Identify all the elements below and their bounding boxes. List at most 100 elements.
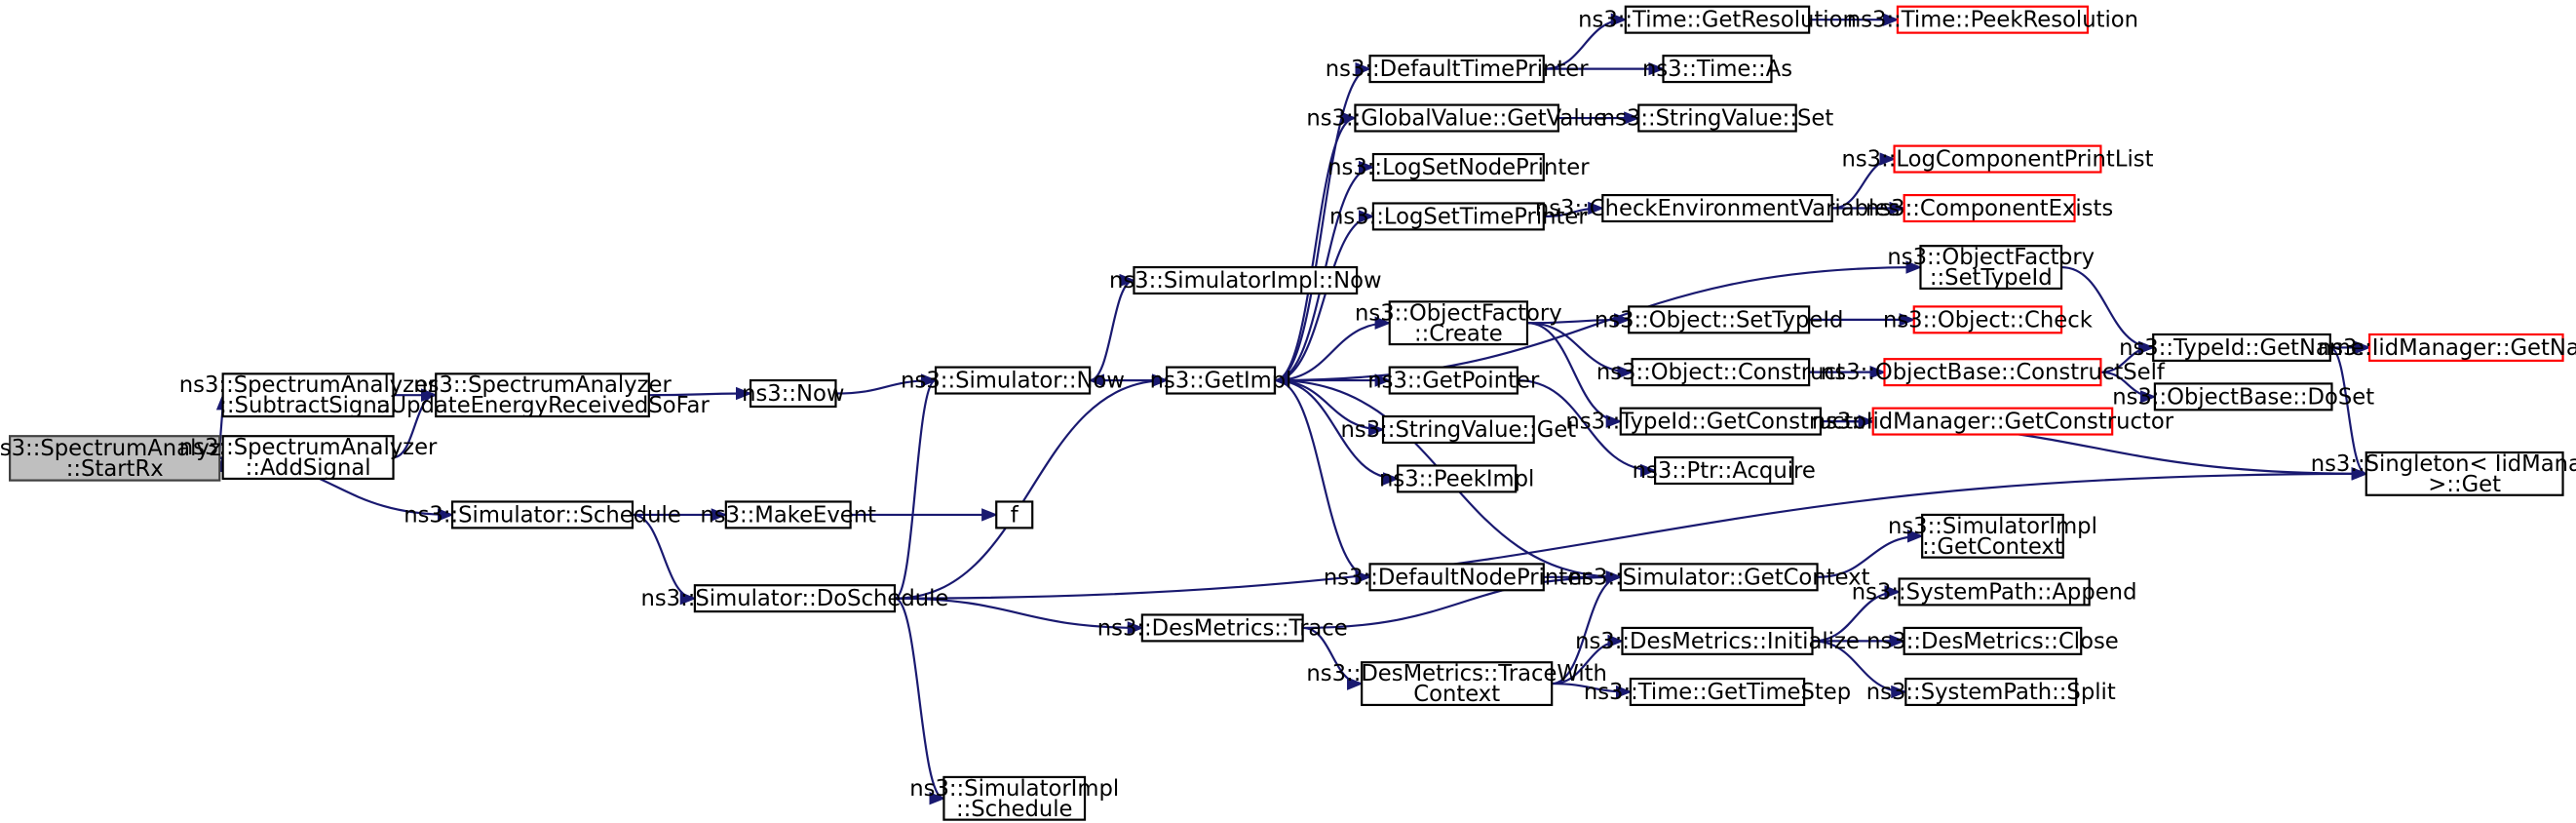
node-box[interactable]	[1903, 193, 2076, 223]
node-doset[interactable]: ns3::ObjectBase::DoSet	[2112, 382, 2374, 412]
node-box[interactable]	[1921, 513, 2064, 559]
node-singletonget[interactable]: ns3::Singleton< IidManager >::Get	[2311, 451, 2576, 497]
node-box[interactable]	[1368, 563, 1545, 592]
node-box[interactable]	[1919, 245, 2063, 290]
node-box[interactable]	[1904, 677, 2078, 707]
node-f[interactable]: f	[995, 500, 1034, 529]
node-now[interactable]: ns3::Now	[742, 378, 844, 409]
node-objconstruct[interactable]: ns3::Object::Construct	[1596, 358, 1845, 387]
node-svget[interactable]: ns3::StringValue::Get	[1341, 414, 1577, 445]
node-svset[interactable]: ns3::StringValue::Set	[1601, 103, 1834, 133]
node-peekresolution[interactable]: ns3::Time::PeekResolution	[1847, 5, 2138, 34]
node-box[interactable]	[1368, 55, 1545, 84]
node-box[interactable]	[1896, 5, 2090, 34]
node-box[interactable]	[995, 500, 1034, 529]
node-gettimestep[interactable]: ns3::Time::GetTimeStep	[1584, 677, 1851, 707]
node-box[interactable]	[1871, 407, 2114, 436]
node-destrace[interactable]: ns3::DesMetrics::Trace	[1097, 613, 1348, 643]
node-getconstructor[interactable]: ns3::TypeId::GetConstructor	[1565, 407, 1876, 436]
node-append[interactable]: ns3::SystemPath::Append	[1852, 577, 2137, 607]
node-box[interactable]	[1903, 626, 2083, 655]
node-logsettime[interactable]: ns3::LogSetTimePrinter	[1329, 202, 1588, 231]
node-box[interactable]	[1912, 305, 2063, 334]
node-box[interactable]	[1654, 455, 1794, 486]
node-box[interactable]	[2365, 451, 2564, 496]
node-box[interactable]	[1662, 55, 1773, 84]
node-box[interactable]	[221, 372, 395, 418]
node-box[interactable]	[1354, 103, 1560, 133]
node-box[interactable]	[1601, 193, 1833, 223]
node-box[interactable]	[1397, 464, 1518, 493]
node-update[interactable]: ns3::SpectrumAnalyzer::UpdateEnergyRecei…	[375, 372, 710, 418]
node-box[interactable]	[1388, 300, 1529, 346]
node-subtract[interactable]: ns3::SpectrumAnalyzer::SubtractSignal	[179, 372, 438, 418]
node-iidgetconstructor[interactable]: ns3::IidManager::GetConstructor	[1812, 407, 2174, 436]
node-box[interactable]	[1371, 152, 1545, 182]
node-box[interactable]	[1165, 366, 1277, 395]
node-box[interactable]	[1898, 577, 2091, 607]
node-box[interactable]	[724, 500, 852, 529]
node-initialize[interactable]: ns3::DesMetrics::Initialize	[1575, 626, 1860, 655]
node-box[interactable]	[2153, 382, 2333, 412]
node-implnow[interactable]: ns3::SimulatorImpl::Now	[1109, 265, 1382, 295]
node-implgetcontext[interactable]: ns3::SimulatorImpl::GetContext	[1888, 513, 2097, 560]
node-box[interactable]	[1883, 358, 2102, 387]
node-box[interactable]	[1371, 202, 1545, 231]
node-box[interactable]	[221, 435, 395, 481]
node-box[interactable]	[1361, 661, 1554, 707]
node-box[interactable]	[2152, 333, 2331, 362]
node-box[interactable]	[1624, 5, 1811, 34]
node-box[interactable]	[1140, 613, 1304, 643]
node-ofsettypeid[interactable]: ns3::ObjectFactory::SetTypeId	[1887, 245, 2095, 291]
node-compexists[interactable]: ns3::ComponentExists	[1865, 193, 2113, 223]
node-box[interactable]	[1619, 407, 1823, 436]
node-box[interactable]	[9, 435, 221, 482]
node-box[interactable]	[450, 500, 634, 529]
node-checkenv[interactable]: ns3::CheckEnvironmentVariables	[1535, 193, 1900, 223]
node-startrx[interactable]: ns3::SpectrumAnalyzer::StartRx	[0, 435, 245, 482]
node-box[interactable]	[1629, 677, 1806, 707]
node-box[interactable]	[1133, 265, 1359, 295]
node-getpointer[interactable]: ns3::GetPointer	[1367, 366, 1540, 395]
node-getcontext[interactable]: ns3::Simulator::GetContext	[1568, 563, 1870, 592]
node-getimpl[interactable]: ns3::GetImpl	[1150, 366, 1292, 395]
node-typeidgetname[interactable]: ns3::TypeId::GetName	[2119, 333, 2365, 362]
node-box[interactable]	[435, 372, 650, 418]
node-getresolution[interactable]: ns3::Time::GetResolution	[1578, 5, 1857, 34]
node-box[interactable]	[1628, 305, 1811, 334]
node-objsettypeid[interactable]: ns3::Object::SetTypeId	[1595, 305, 1844, 334]
node-deftimeprinter[interactable]: ns3::DefaultTimePrinter	[1326, 55, 1589, 84]
node-peekimpl[interactable]: ns3::PeekImpl	[1379, 464, 1534, 493]
node-makeevent[interactable]: ns3::MakeEvent	[700, 500, 876, 529]
node-gvgetvalue[interactable]: ns3::GlobalValue::GetValue	[1306, 103, 1607, 133]
node-box[interactable]	[2368, 333, 2564, 362]
node-objcheck[interactable]: ns3::Object::Check	[1883, 305, 2094, 334]
node-box[interactable]	[1893, 144, 2102, 174]
node-box[interactable]	[942, 775, 1087, 821]
node-close[interactable]: ns3::DesMetrics::Close	[1866, 626, 2119, 655]
node-constructself[interactable]: ns3::ObjectBase::ConstructSelf	[1821, 358, 2166, 387]
node-implschedule[interactable]: ns3::SimulatorImpl::Schedule	[909, 775, 1119, 822]
node-box[interactable]	[1637, 103, 1797, 133]
node-ptracquire[interactable]: ns3::Ptr::Acquire	[1633, 455, 1816, 486]
node-simnow[interactable]: ns3::Simulator::Now	[901, 366, 1125, 395]
node-box[interactable]	[1631, 358, 1811, 387]
node-box[interactable]	[749, 378, 837, 409]
node-box[interactable]	[1621, 626, 1814, 655]
node-box[interactable]	[1388, 366, 1519, 395]
node-schedule[interactable]: ns3::Simulator::Schedule	[404, 500, 681, 529]
node-logcompprint[interactable]: ns3::LogComponentPrintList	[1841, 144, 2154, 174]
node-iidgetname[interactable]: ns3::IidManager::GetName	[2318, 333, 2576, 362]
node-box[interactable]	[934, 366, 1092, 395]
node-split[interactable]: ns3::SystemPath::Split	[1866, 677, 2116, 707]
node-timeas[interactable]: ns3::Time::As	[1642, 55, 1792, 84]
node-addsignal[interactable]: ns3::SpectrumAnalyzer::AddSignal	[179, 435, 438, 481]
node-box[interactable]	[1619, 563, 1819, 592]
node-box[interactable]	[693, 584, 897, 613]
node-logsetnode[interactable]: ns3::LogSetNodePrinter	[1327, 152, 1590, 182]
node-box[interactable]	[1381, 414, 1535, 445]
node-doschedule[interactable]: ns3::Simulator::DoSchedule	[640, 584, 948, 613]
node-ofcreate[interactable]: ns3::ObjectFactory::Create	[1355, 300, 1562, 346]
node-defnodeprinter[interactable]: ns3::DefaultNodePrinter	[1324, 563, 1591, 592]
